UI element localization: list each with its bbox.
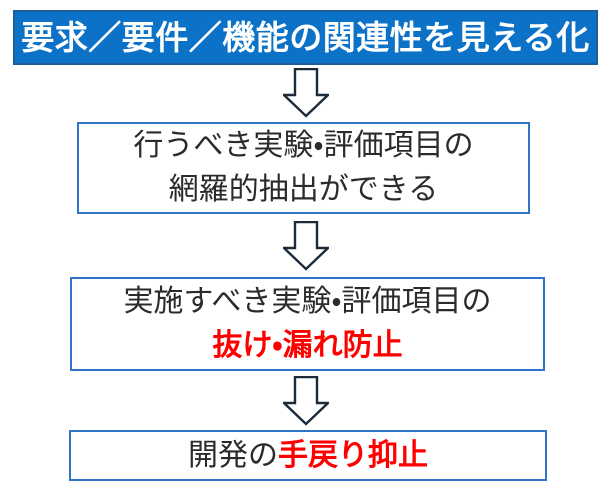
title-box-text: 要求／要件／機能の関連性を見える化 xyxy=(21,19,590,56)
flow-step-2-line-2-emphasis: 抜け・漏れ防止 xyxy=(212,329,403,362)
flow-step-box-2: 実施すべき実験・評価項目の 抜け・漏れ防止 xyxy=(70,277,545,371)
flow-step-box-1: 行うべき実験・評価項目の 網羅的抽出ができる xyxy=(77,122,530,214)
arrow-down-icon xyxy=(283,376,329,426)
title-box: 要求／要件／機能の関連性を見える化 xyxy=(13,10,598,65)
arrow-down-icon xyxy=(283,68,329,118)
flow-step-1-line-1: 行うべき実験・評価項目の xyxy=(133,129,474,162)
flow-step-2-line-1: 実施すべき実験・評価項目の xyxy=(123,285,492,318)
arrow-down-icon xyxy=(283,221,329,271)
flow-step-3-text-plain: 開発の xyxy=(188,438,278,472)
flow-step-3-text-emphasis: 手戻り抑止 xyxy=(278,438,428,472)
flow-step-box-3: 開発の手戻り抑止 xyxy=(69,430,547,481)
flow-step-3-line-1: 開発の手戻り抑止 xyxy=(188,434,428,478)
flow-step-1-line-2: 網羅的抽出ができる xyxy=(168,173,439,206)
